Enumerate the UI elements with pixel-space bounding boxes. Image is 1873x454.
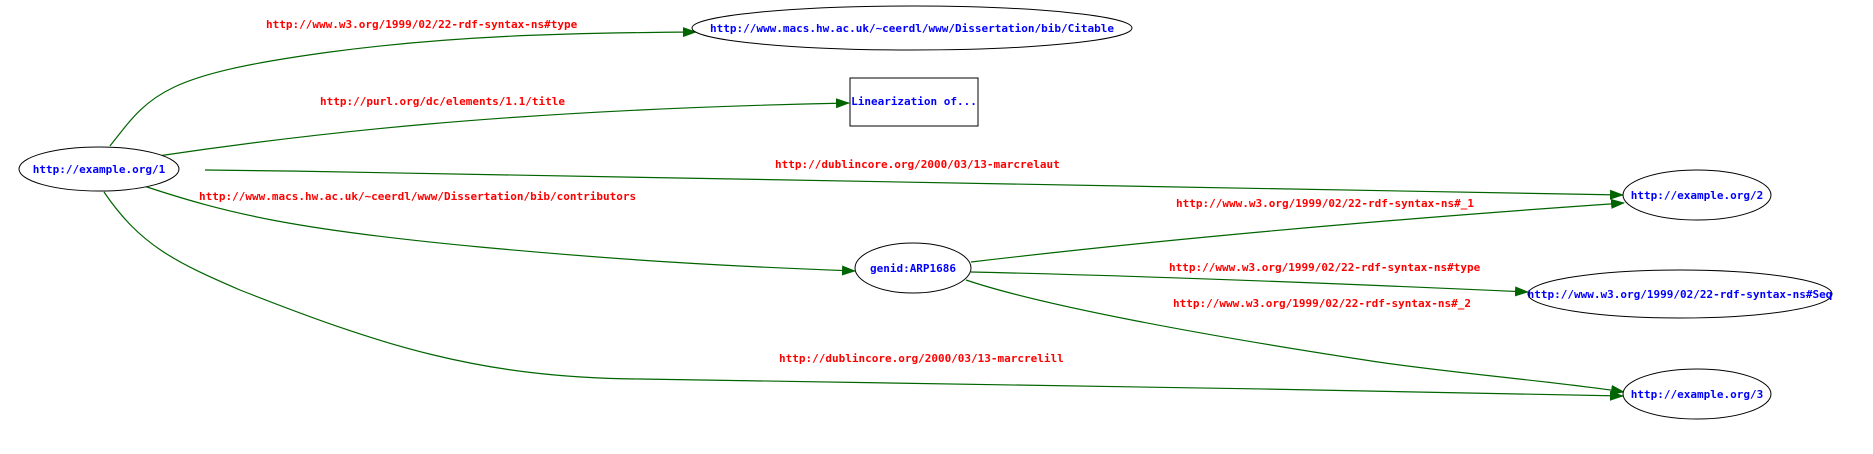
node-seq[interactable]: http://www.w3.org/1999/02/22-rdf-syntax-… [1527,269,1833,319]
node-genid[interactable]: genid:ARP1686 [854,242,972,294]
node-example-org-2[interactable]: http://example.org/2 [1622,169,1772,221]
node-citable[interactable]: http://www.macs.hw.ac.uk/~ceerdl/www/Dis… [691,5,1133,51]
edge-label-seq2: http://www.w3.org/1999/02/22-rdf-syntax-… [1173,297,1471,310]
node-linearization-label: Linearization of... [851,95,977,108]
node-example-org-1-label: http://example.org/1 [33,163,166,176]
node-citable-shape [691,5,1133,51]
node-example-org-3-label: http://example.org/3 [1631,388,1763,401]
node-linearization-shape [849,77,979,127]
edge-label-marcrelaut: http://dublincore.org/2000/03/13-marcrel… [775,158,1060,171]
edge-label-marcrelill: http://dublincore.org/2000/03/13-marcrel… [779,352,1064,365]
edge-marcrelill-to-example3[interactable] [103,191,1624,401]
node-example-org-2-label: http://example.org/2 [1631,189,1763,202]
node-example-org-1-shape [18,146,180,192]
node-seq-shape [1527,269,1833,319]
node-genid-shape [854,242,972,294]
edge-contributors-to-genid[interactable] [137,183,856,276]
node-example-org-2-shape [1622,169,1772,221]
node-seq-label: http://www.w3.org/1999/02/22-rdf-syntax-… [1528,288,1833,301]
edge-title-to-linearization[interactable] [157,98,850,157]
node-linearization[interactable]: Linearization of... [849,77,979,127]
nodes: http://example.org/1 http://www.macs.hw.… [18,5,1833,420]
edge-label-type-seq: http://www.w3.org/1999/02/22-rdf-syntax-… [1169,261,1481,274]
node-citable-label: http://www.macs.hw.ac.uk/~ceerdl/www/Dis… [710,22,1114,35]
edge-seq2-to-example3[interactable] [965,279,1625,395]
node-example-org-3[interactable]: http://example.org/3 [1622,368,1772,420]
edge-label-type-citable: http://www.w3.org/1999/02/22-rdf-syntax-… [266,18,578,31]
edge-labels: http://www.w3.org/1999/02/22-rdf-syntax-… [199,18,1481,365]
node-genid-label: genid:ARP1686 [870,262,956,275]
edge-label-seq1: http://www.w3.org/1999/02/22-rdf-syntax-… [1176,197,1474,210]
node-example-org-1[interactable]: http://example.org/1 [18,146,180,192]
node-example-org-3-shape [1622,368,1772,420]
edge-type-to-citable[interactable] [109,27,697,147]
edge-seq1-to-example2[interactable] [970,198,1625,263]
edge-label-title: http://purl.org/dc/elements/1.1/title [320,95,565,108]
edge-type-to-seq[interactable] [970,271,1529,297]
edge-label-contributors: http://www.macs.hw.ac.uk/~ceerdl/www/Dis… [199,190,636,203]
